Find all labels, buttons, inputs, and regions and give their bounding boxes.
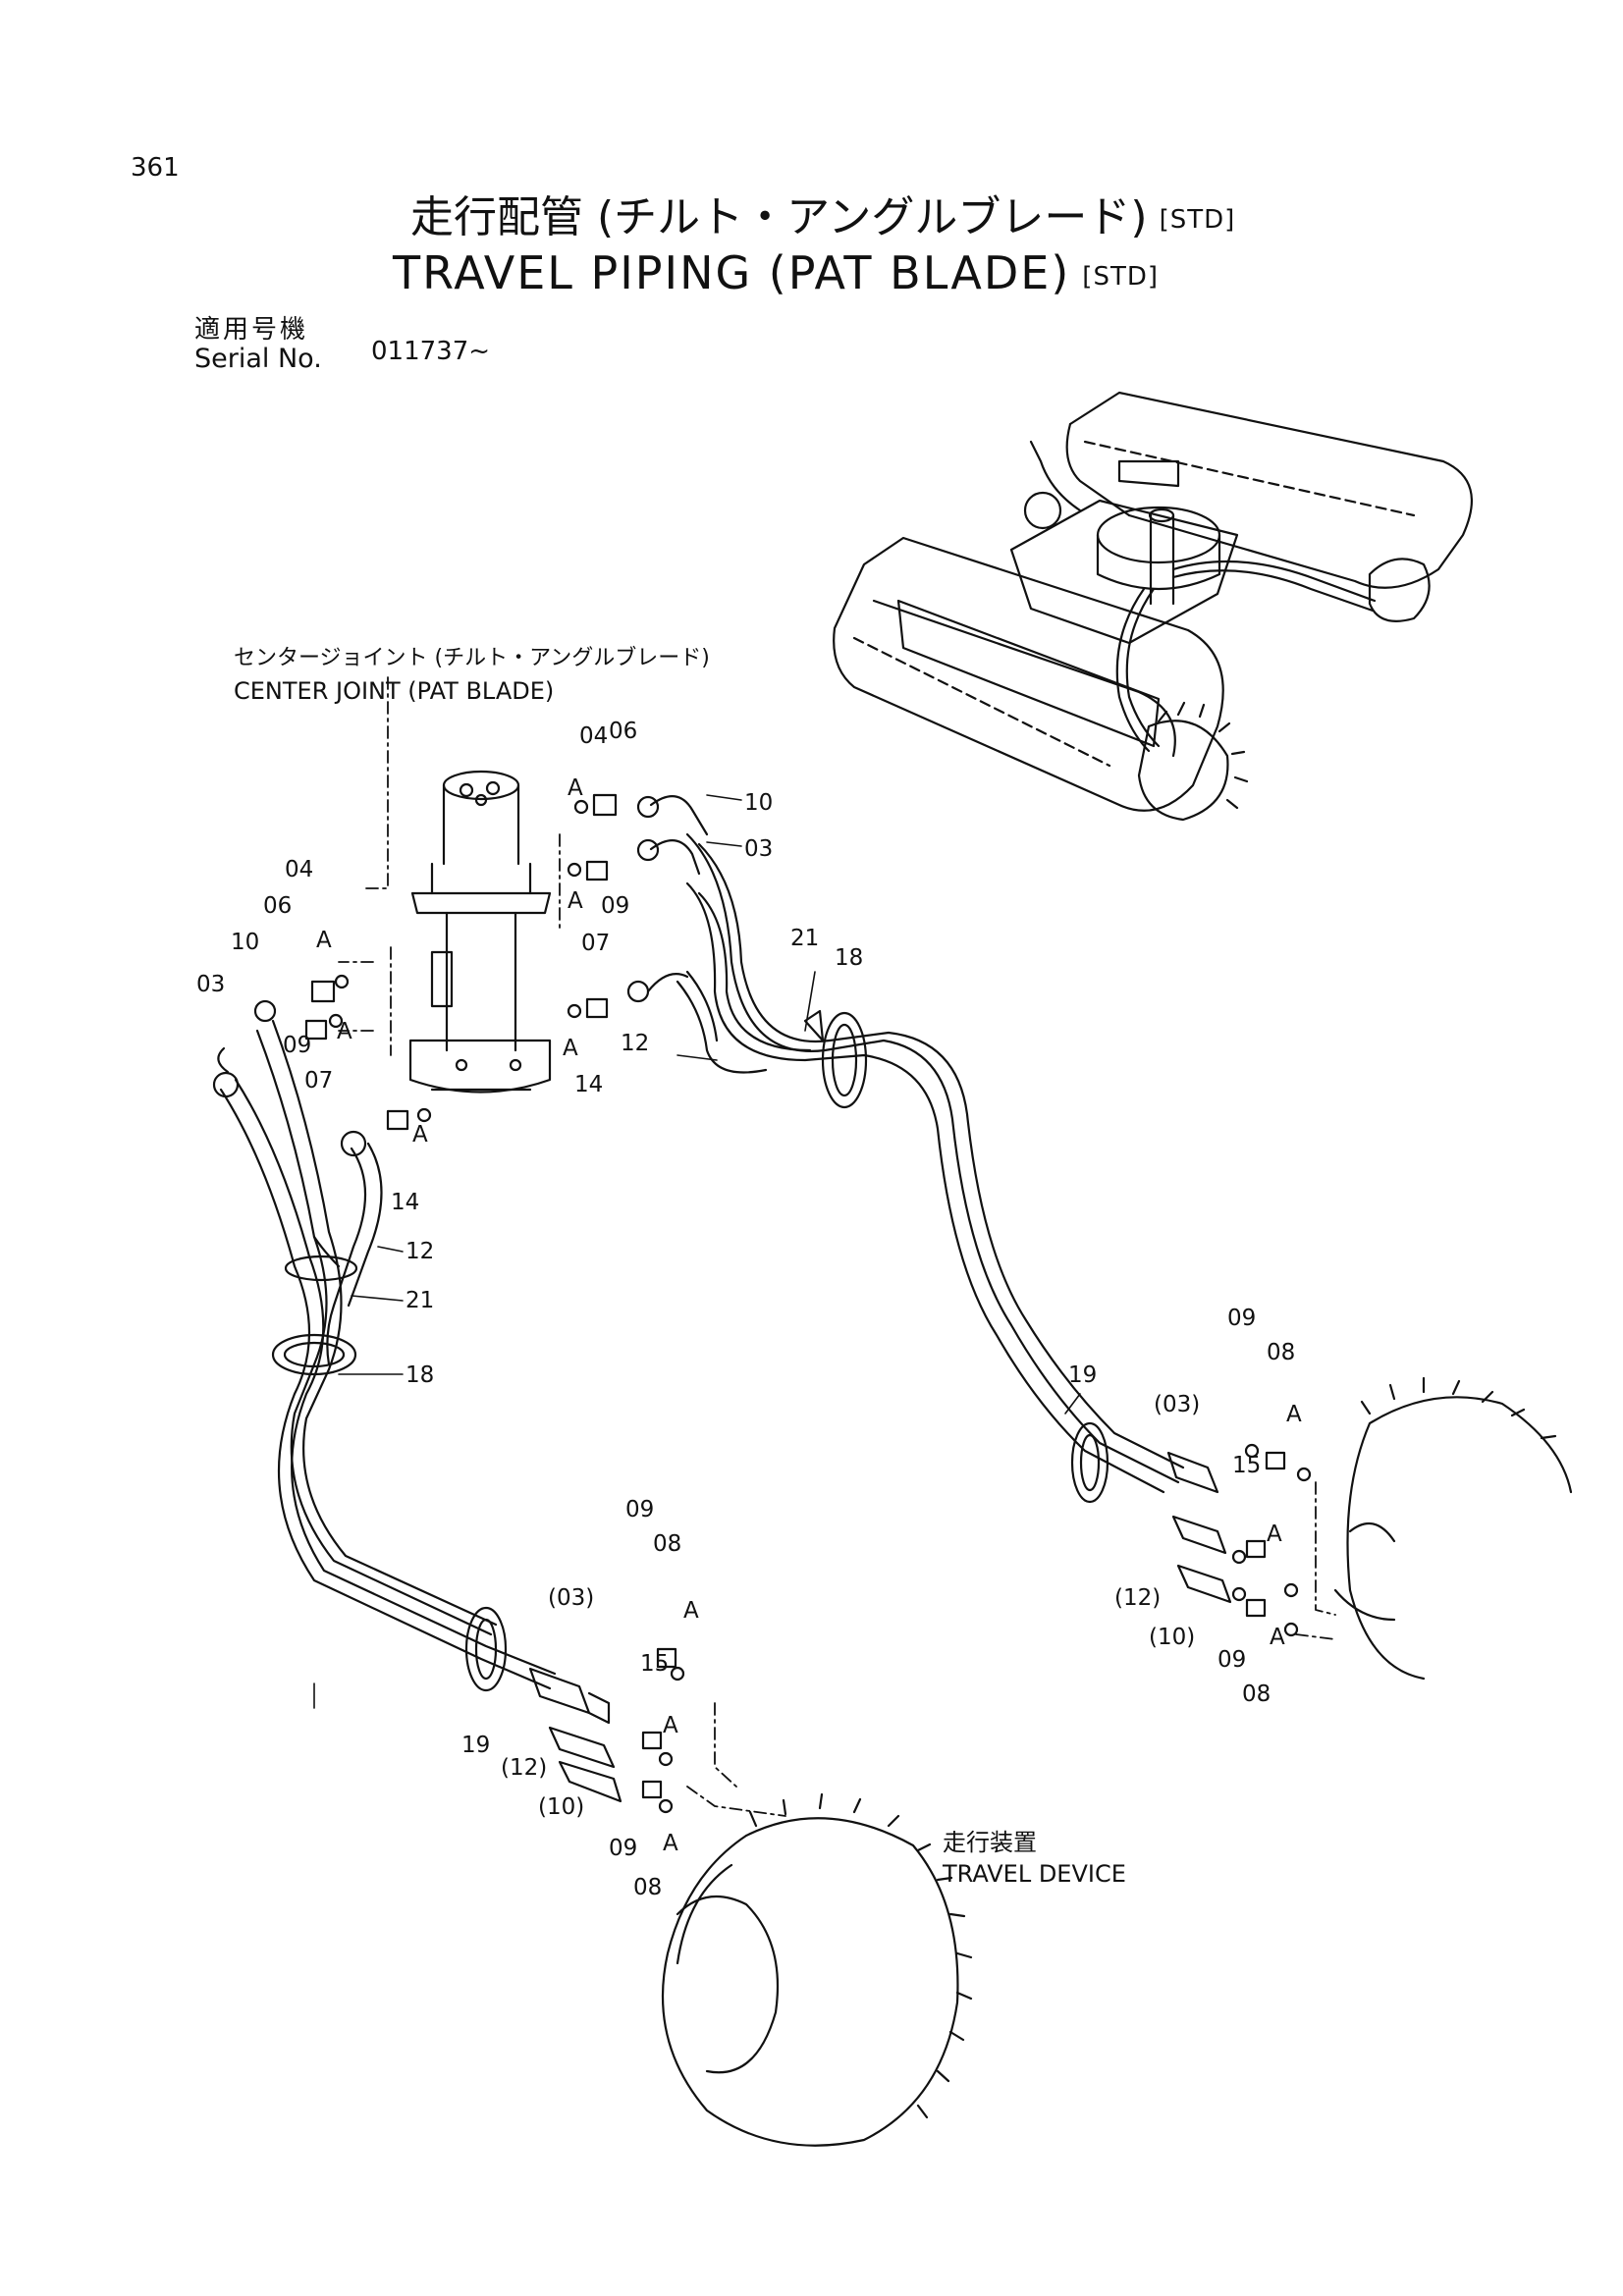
callout-label: 09	[609, 1836, 637, 1861]
callout-label: 04	[285, 857, 313, 882]
callout-label: 07	[304, 1068, 333, 1094]
callout-label: A	[316, 928, 332, 953]
title-jp-text: 走行配管 (チルト・アングルブレード)	[410, 192, 1148, 242]
callout-label: (10)	[538, 1794, 584, 1820]
serial-number-value: 011737~	[371, 337, 491, 366]
callout-label: 12	[406, 1239, 434, 1264]
callout-label: 21	[406, 1288, 434, 1313]
callout-label: A	[683, 1598, 699, 1624]
callout-label: 03	[744, 836, 773, 862]
callout-label: 21	[790, 926, 819, 951]
callout-label: (12)	[501, 1755, 547, 1781]
center-joint-label-en: CENTER JOINT (PAT BLADE)	[234, 677, 555, 705]
callout-label: A	[563, 1036, 578, 1061]
page-title-japanese: 走行配管 (チルト・アングルブレード)[STD]	[410, 196, 1235, 240]
callout-label: 07	[581, 931, 610, 956]
callout-label: 06	[263, 893, 292, 919]
callout-label: 19	[461, 1733, 490, 1758]
callout-label: A	[1286, 1402, 1302, 1427]
callout-label: 08	[1242, 1682, 1271, 1707]
callout-label: 14	[574, 1072, 603, 1097]
callout-label: (10)	[1149, 1625, 1195, 1650]
page-title-english: TRAVEL PIPING (PAT BLADE)[STD]	[393, 250, 1159, 295]
right-travel-connectors	[1166, 1376, 1573, 1681]
serial-label-english: Serial No.	[194, 344, 322, 374]
travel-device-label-jp: 走行装置	[943, 1829, 1037, 1856]
callout-label: 15	[640, 1651, 669, 1677]
undercarriage-illustration	[833, 391, 1473, 822]
callout-label: A	[1270, 1625, 1285, 1650]
callout-leaders	[313, 794, 1081, 1709]
callout-label: 15	[1232, 1453, 1261, 1478]
callout-label: (03)	[1154, 1392, 1200, 1417]
callout-label: 10	[744, 790, 773, 816]
callout-label: 19	[1068, 1362, 1097, 1388]
callout-label: 08	[633, 1875, 662, 1900]
callout-label: (12)	[1114, 1585, 1161, 1611]
callout-label: (03)	[548, 1585, 594, 1611]
std-tag-jp: [STD]	[1159, 205, 1236, 235]
callout-label: A	[1267, 1522, 1282, 1547]
travel-device-label-en: TRAVEL DEVICE	[943, 1860, 1126, 1888]
callout-label: 08	[653, 1531, 681, 1557]
callout-labels: 04 06 10 03 A A 09 07 04 06 A 10 03 09 A…	[196, 719, 1302, 1900]
callout-label: 09	[1227, 1306, 1256, 1331]
callout-label: 10	[231, 930, 259, 955]
callout-label: 06	[609, 719, 637, 744]
std-tag-en: [STD]	[1082, 262, 1159, 292]
right-hose-bundle	[676, 832, 1185, 1504]
title-en-text: TRAVEL PIPING (PAT BLADE)	[393, 246, 1071, 299]
center-joint-fittings	[212, 676, 709, 1157]
callout-label: 09	[283, 1033, 311, 1058]
callout-label: A	[412, 1122, 428, 1148]
page-number: 361	[131, 153, 180, 183]
callout-label: 12	[621, 1031, 649, 1056]
callout-label: A	[337, 1019, 352, 1044]
callout-label: 03	[196, 972, 225, 997]
callout-label: 09	[625, 1497, 654, 1522]
callout-label: A	[663, 1713, 678, 1738]
serial-label-japanese: 適用号機	[194, 315, 309, 345]
callout-label: 04	[579, 723, 608, 749]
callout-label: 18	[835, 945, 863, 971]
callout-label: A	[663, 1831, 678, 1856]
center-joint-label-jp: センタージョイント (チルト・アングルブレード)	[234, 646, 710, 670]
callout-label: 08	[1267, 1340, 1295, 1365]
callout-label: 18	[406, 1362, 434, 1388]
callout-label: 09	[1217, 1647, 1246, 1673]
callout-label: A	[568, 888, 583, 914]
callout-label: 14	[391, 1190, 419, 1215]
callout-label: 09	[601, 893, 629, 919]
callout-label: A	[568, 775, 583, 801]
center-joint-illustration	[408, 770, 552, 1094]
left-hose-bundle	[219, 1019, 557, 1692]
left-travel-connectors	[528, 1647, 973, 2147]
